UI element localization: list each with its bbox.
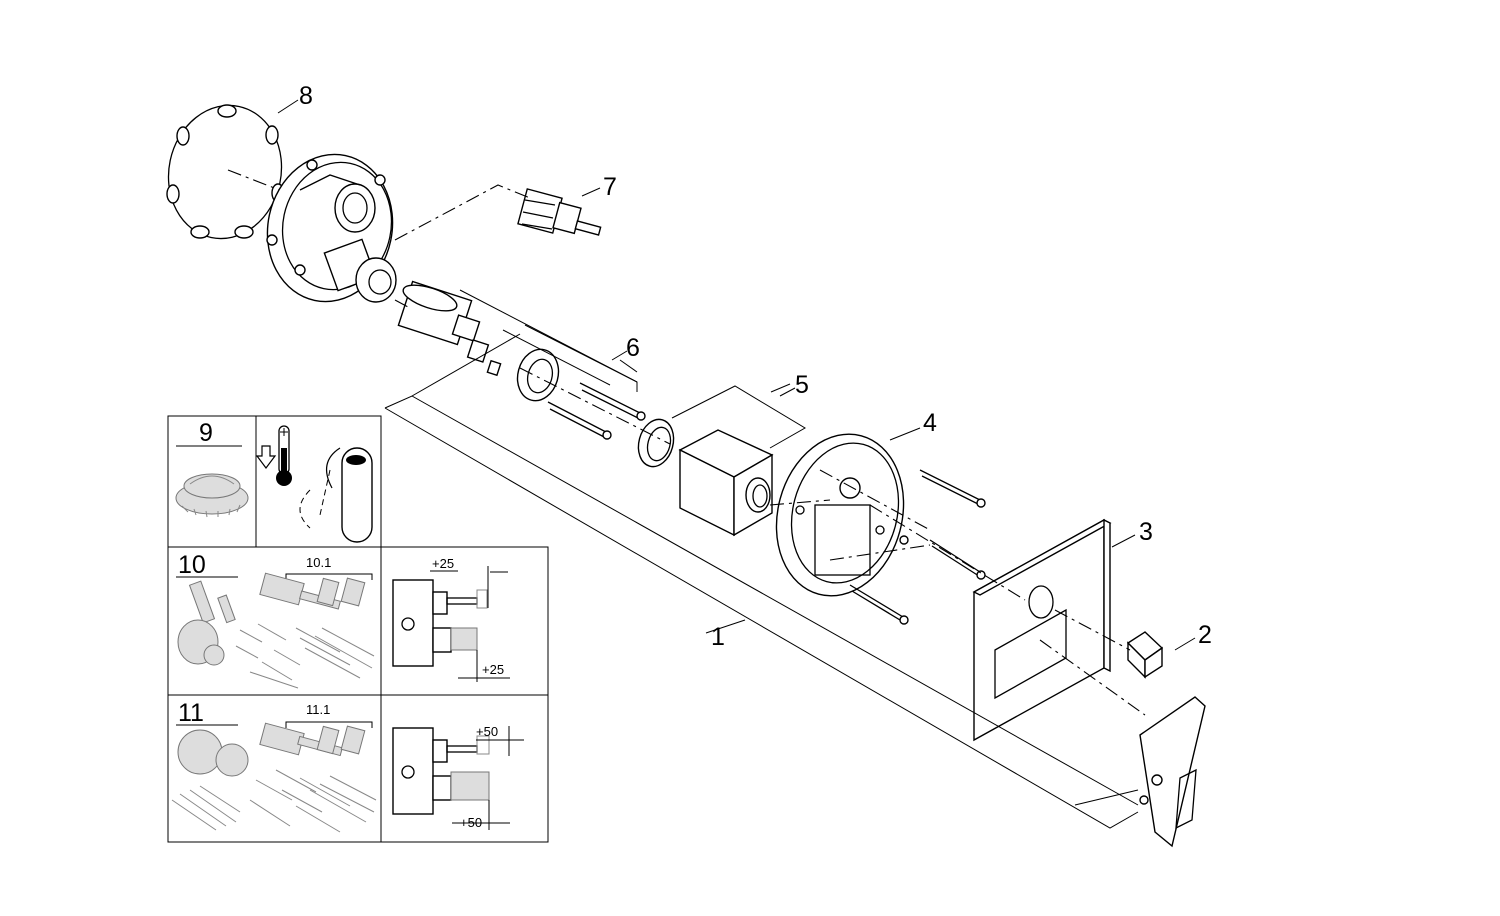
callout-1: 1 bbox=[711, 623, 725, 651]
part-long-screws bbox=[547, 382, 646, 440]
callout-8: 8 bbox=[299, 82, 313, 110]
dim-plus25-bottom: +25 bbox=[482, 662, 504, 677]
panel-10-1-label: 10.1 bbox=[306, 555, 331, 570]
dim-plus50-bottom: +50 bbox=[460, 815, 482, 830]
part-2-knob bbox=[1126, 631, 1164, 679]
down-arrow-icon bbox=[255, 445, 277, 469]
dim-plus25-top: +25 bbox=[432, 556, 454, 571]
dim-plus50-top: +50 bbox=[476, 724, 498, 739]
part-8-seal-ring bbox=[166, 104, 285, 240]
part-clip-ring bbox=[637, 418, 675, 468]
part-mixing-cartridge bbox=[397, 280, 502, 377]
part-flange-ring bbox=[516, 348, 560, 402]
callout-3: 3 bbox=[1139, 518, 1153, 546]
inset-panel-11: 11 11.1 bbox=[167, 694, 549, 843]
panel-9-label: 9 bbox=[199, 419, 213, 447]
inset-panel-9: 9 bbox=[167, 415, 382, 548]
callout-4: 4 bbox=[923, 409, 937, 437]
part-5-extension-sleeve bbox=[678, 429, 774, 537]
part-3-cover-plate bbox=[972, 518, 1112, 742]
thermometer-icon bbox=[276, 425, 292, 486]
part-4-screws bbox=[849, 469, 986, 625]
inset-panel-10: 10 10.1 bbox=[167, 546, 549, 696]
callout-7: 7 bbox=[603, 173, 617, 201]
callout-5: 5 bbox=[795, 371, 809, 399]
panel-11-label: 11 bbox=[178, 699, 204, 727]
panel-11-1-label: 11.1 bbox=[306, 702, 330, 717]
callout-6: 6 bbox=[626, 334, 640, 362]
part-7-cartridge bbox=[517, 188, 602, 236]
callout-2: 2 bbox=[1198, 621, 1212, 649]
part-housing-body bbox=[266, 153, 397, 303]
part-4-mounting-plate bbox=[775, 433, 905, 597]
part-lever-handle bbox=[1139, 696, 1206, 848]
panel-10-label: 10 bbox=[178, 551, 206, 579]
lever-handle-icon bbox=[299, 447, 373, 543]
